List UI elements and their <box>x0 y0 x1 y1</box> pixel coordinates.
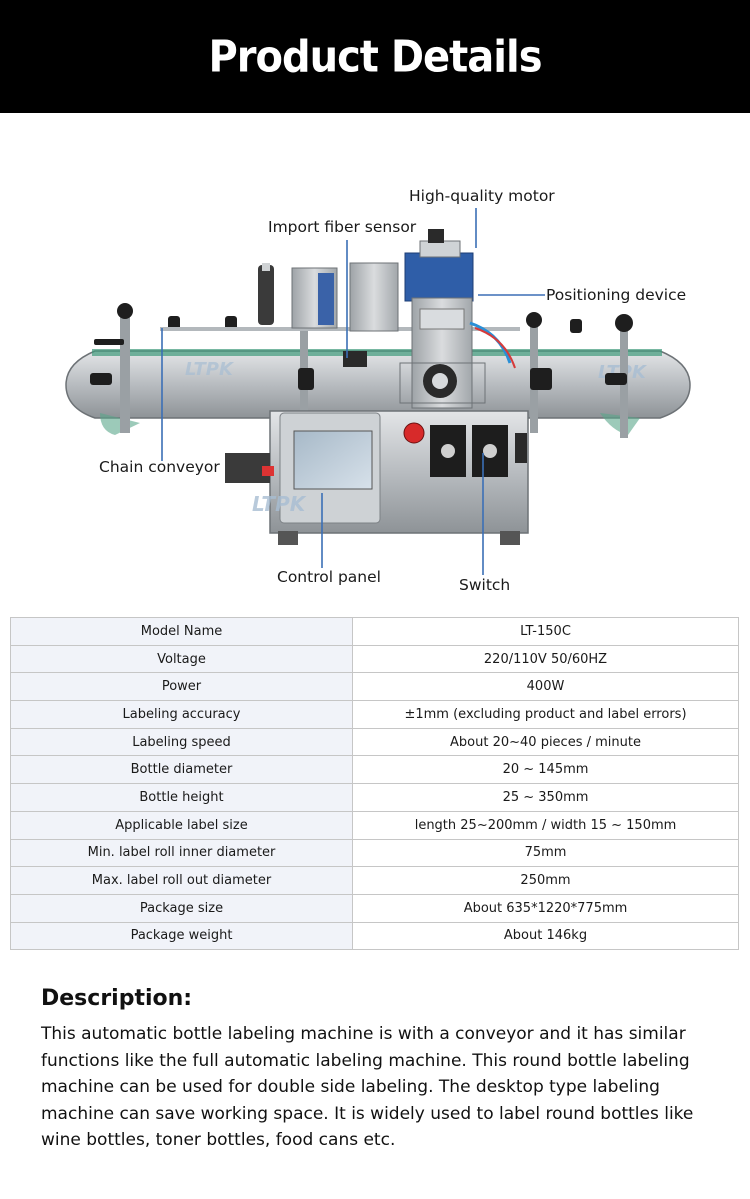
labeling-machine-illustration: LTPK LTPK <box>65 208 691 575</box>
callout-chain-conveyor: Chain conveyor <box>99 458 220 476</box>
callout-fiber-sensor: Import fiber sensor <box>268 218 417 236</box>
spec-value: 400W <box>352 672 739 702</box>
header-band: Product Details <box>0 0 750 113</box>
table-row: Labeling accuracy±1mm (excluding product… <box>10 700 739 729</box>
watermark-center: LTPK <box>252 492 307 516</box>
spec-key: Bottle diameter <box>10 755 353 785</box>
callout-control-panel: Control panel <box>277 568 381 586</box>
callout-lines <box>161 208 545 575</box>
spec-key: Package weight <box>10 921 353 951</box>
spec-value: 220/110V 50/60HZ <box>352 644 739 674</box>
spec-key: Bottle height <box>10 783 353 812</box>
spec-value: 25 ~ 350mm <box>352 783 739 812</box>
spec-key: Package size <box>10 893 353 923</box>
spec-key: Model Name <box>10 617 353 646</box>
spec-value: length 25~200mm / width 15 ~ 150mm <box>352 810 739 840</box>
spec-value: About 20~40 pieces / minute <box>352 727 739 757</box>
spec-value: ±1mm (excluding product and label errors… <box>352 700 739 729</box>
callout-motor: High-quality motor <box>409 187 555 205</box>
spec-key: Min. label roll inner diameter <box>10 838 353 868</box>
label-head <box>258 229 516 409</box>
spec-value: 20 ~ 145mm <box>352 755 739 785</box>
callout-positioning-device: Positioning device <box>546 286 687 304</box>
spec-key: Applicable label size <box>10 810 353 840</box>
spec-value: About 146kg <box>352 921 739 951</box>
spec-value: LT-150C <box>352 617 739 646</box>
spec-key: Labeling accuracy <box>10 700 353 729</box>
spec-key: Max. label roll out diameter <box>10 866 353 895</box>
spec-value: 75mm <box>352 838 739 868</box>
spec-value: About 635*1220*775mm <box>352 893 739 923</box>
watermark-left: LTPK <box>185 359 235 380</box>
page-title: Product Details <box>208 31 542 82</box>
spec-key: Voltage <box>10 644 353 674</box>
machine-diagram: LTPK LTPK <box>0 113 750 608</box>
base-cabinet: LTPK <box>225 410 529 545</box>
callout-switch: Switch <box>459 576 511 594</box>
spec-key: Power <box>10 672 353 702</box>
description-title: Description: <box>41 986 193 1011</box>
description-text: This automatic bottle labeling machine i… <box>41 1024 694 1151</box>
spec-key: Labeling speed <box>10 727 353 757</box>
spec-value: 250mm <box>352 866 739 895</box>
